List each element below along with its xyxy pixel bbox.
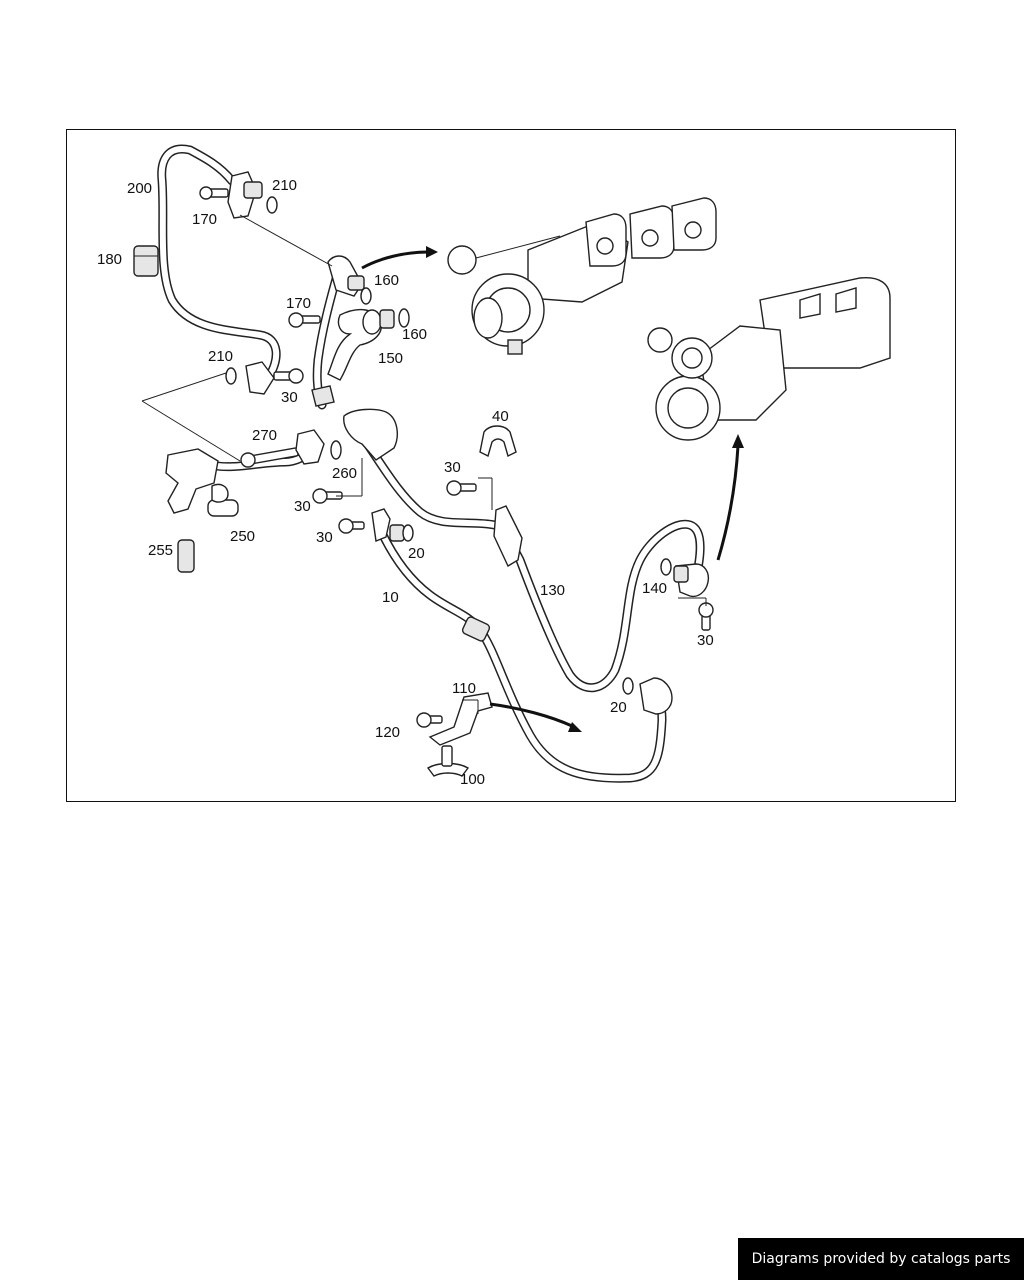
callout-40: 40 <box>492 408 509 425</box>
callout-30-mid: 30 <box>316 529 333 546</box>
flange-210-mid <box>225 361 304 395</box>
leader-lines <box>141 214 707 714</box>
callout-130: 130 <box>540 582 565 599</box>
bolt-30-upper <box>446 480 477 496</box>
callout-150: 150 <box>378 350 403 367</box>
callout-210-top: 210 <box>272 177 297 194</box>
flange-210-top <box>227 171 278 219</box>
seal-160-mid <box>379 308 410 329</box>
watermark-banner: Diagrams provided by catalogs parts <box>738 1238 1024 1280</box>
clamp-100 <box>426 745 470 777</box>
callout-255: 255 <box>148 542 173 559</box>
turbocharger-upper <box>447 197 717 355</box>
oil-line-10 <box>371 508 667 783</box>
turbocharger-oil-line-diagram: 200 210 170 180 160 170 160 150 210 30 2… <box>97 144 891 788</box>
callout-170-mid: 170 <box>286 295 311 312</box>
bolt-270 <box>240 447 299 468</box>
callout-20-left: 20 <box>408 545 425 562</box>
callout-numbers: 200 210 170 180 160 170 160 150 210 30 2… <box>97 177 714 788</box>
arrow-to-upper-turbo <box>361 246 438 270</box>
callout-100: 100 <box>460 771 485 788</box>
watermark-text: Diagrams provided by catalogs parts <box>751 1251 1011 1267</box>
callout-270: 270 <box>252 427 277 444</box>
callout-30-left: 30 <box>294 498 311 515</box>
bracket-110 <box>428 692 493 746</box>
arrow-to-line-10 <box>489 702 582 732</box>
callout-160-mid: 160 <box>402 326 427 343</box>
callout-180: 180 <box>97 251 122 268</box>
callout-250: 250 <box>230 528 255 545</box>
oil-line-150 <box>311 267 382 410</box>
callout-170-top: 170 <box>192 211 217 228</box>
callout-110: 110 <box>452 680 476 697</box>
bolt-30-right <box>698 602 714 631</box>
hollow-bolt-170-top <box>199 186 229 200</box>
bolt-120 <box>416 712 443 728</box>
callout-30-upper: 30 <box>444 459 461 476</box>
flange-260 <box>295 429 342 465</box>
fitting-20-lower <box>622 677 673 715</box>
bolt-170-mid <box>288 312 321 328</box>
clip-40 <box>479 425 517 458</box>
fitting-140 <box>660 558 710 598</box>
oil-line-200 <box>157 144 281 383</box>
arrow-to-lower-turbo <box>716 434 744 561</box>
callout-10: 10 <box>382 589 399 606</box>
sensor-255 <box>177 539 195 573</box>
seal-20-left <box>389 524 414 542</box>
turbocharger-lower <box>647 277 891 441</box>
callout-260: 260 <box>332 465 357 482</box>
bushing-180 <box>133 245 159 277</box>
bolt-30-mid <box>338 518 365 534</box>
callout-160-top: 160 <box>374 272 399 289</box>
callout-120: 120 <box>375 724 400 741</box>
callout-210-mid: 210 <box>208 348 233 365</box>
oil-line-130 <box>343 408 705 693</box>
callout-200: 200 <box>127 180 152 197</box>
callout-30-upper-left: 30 <box>281 389 298 406</box>
callout-140: 140 <box>642 580 667 597</box>
banjo-160-top <box>327 255 372 305</box>
callout-20-lower: 20 <box>610 699 627 716</box>
callout-30-right: 30 <box>697 632 714 649</box>
